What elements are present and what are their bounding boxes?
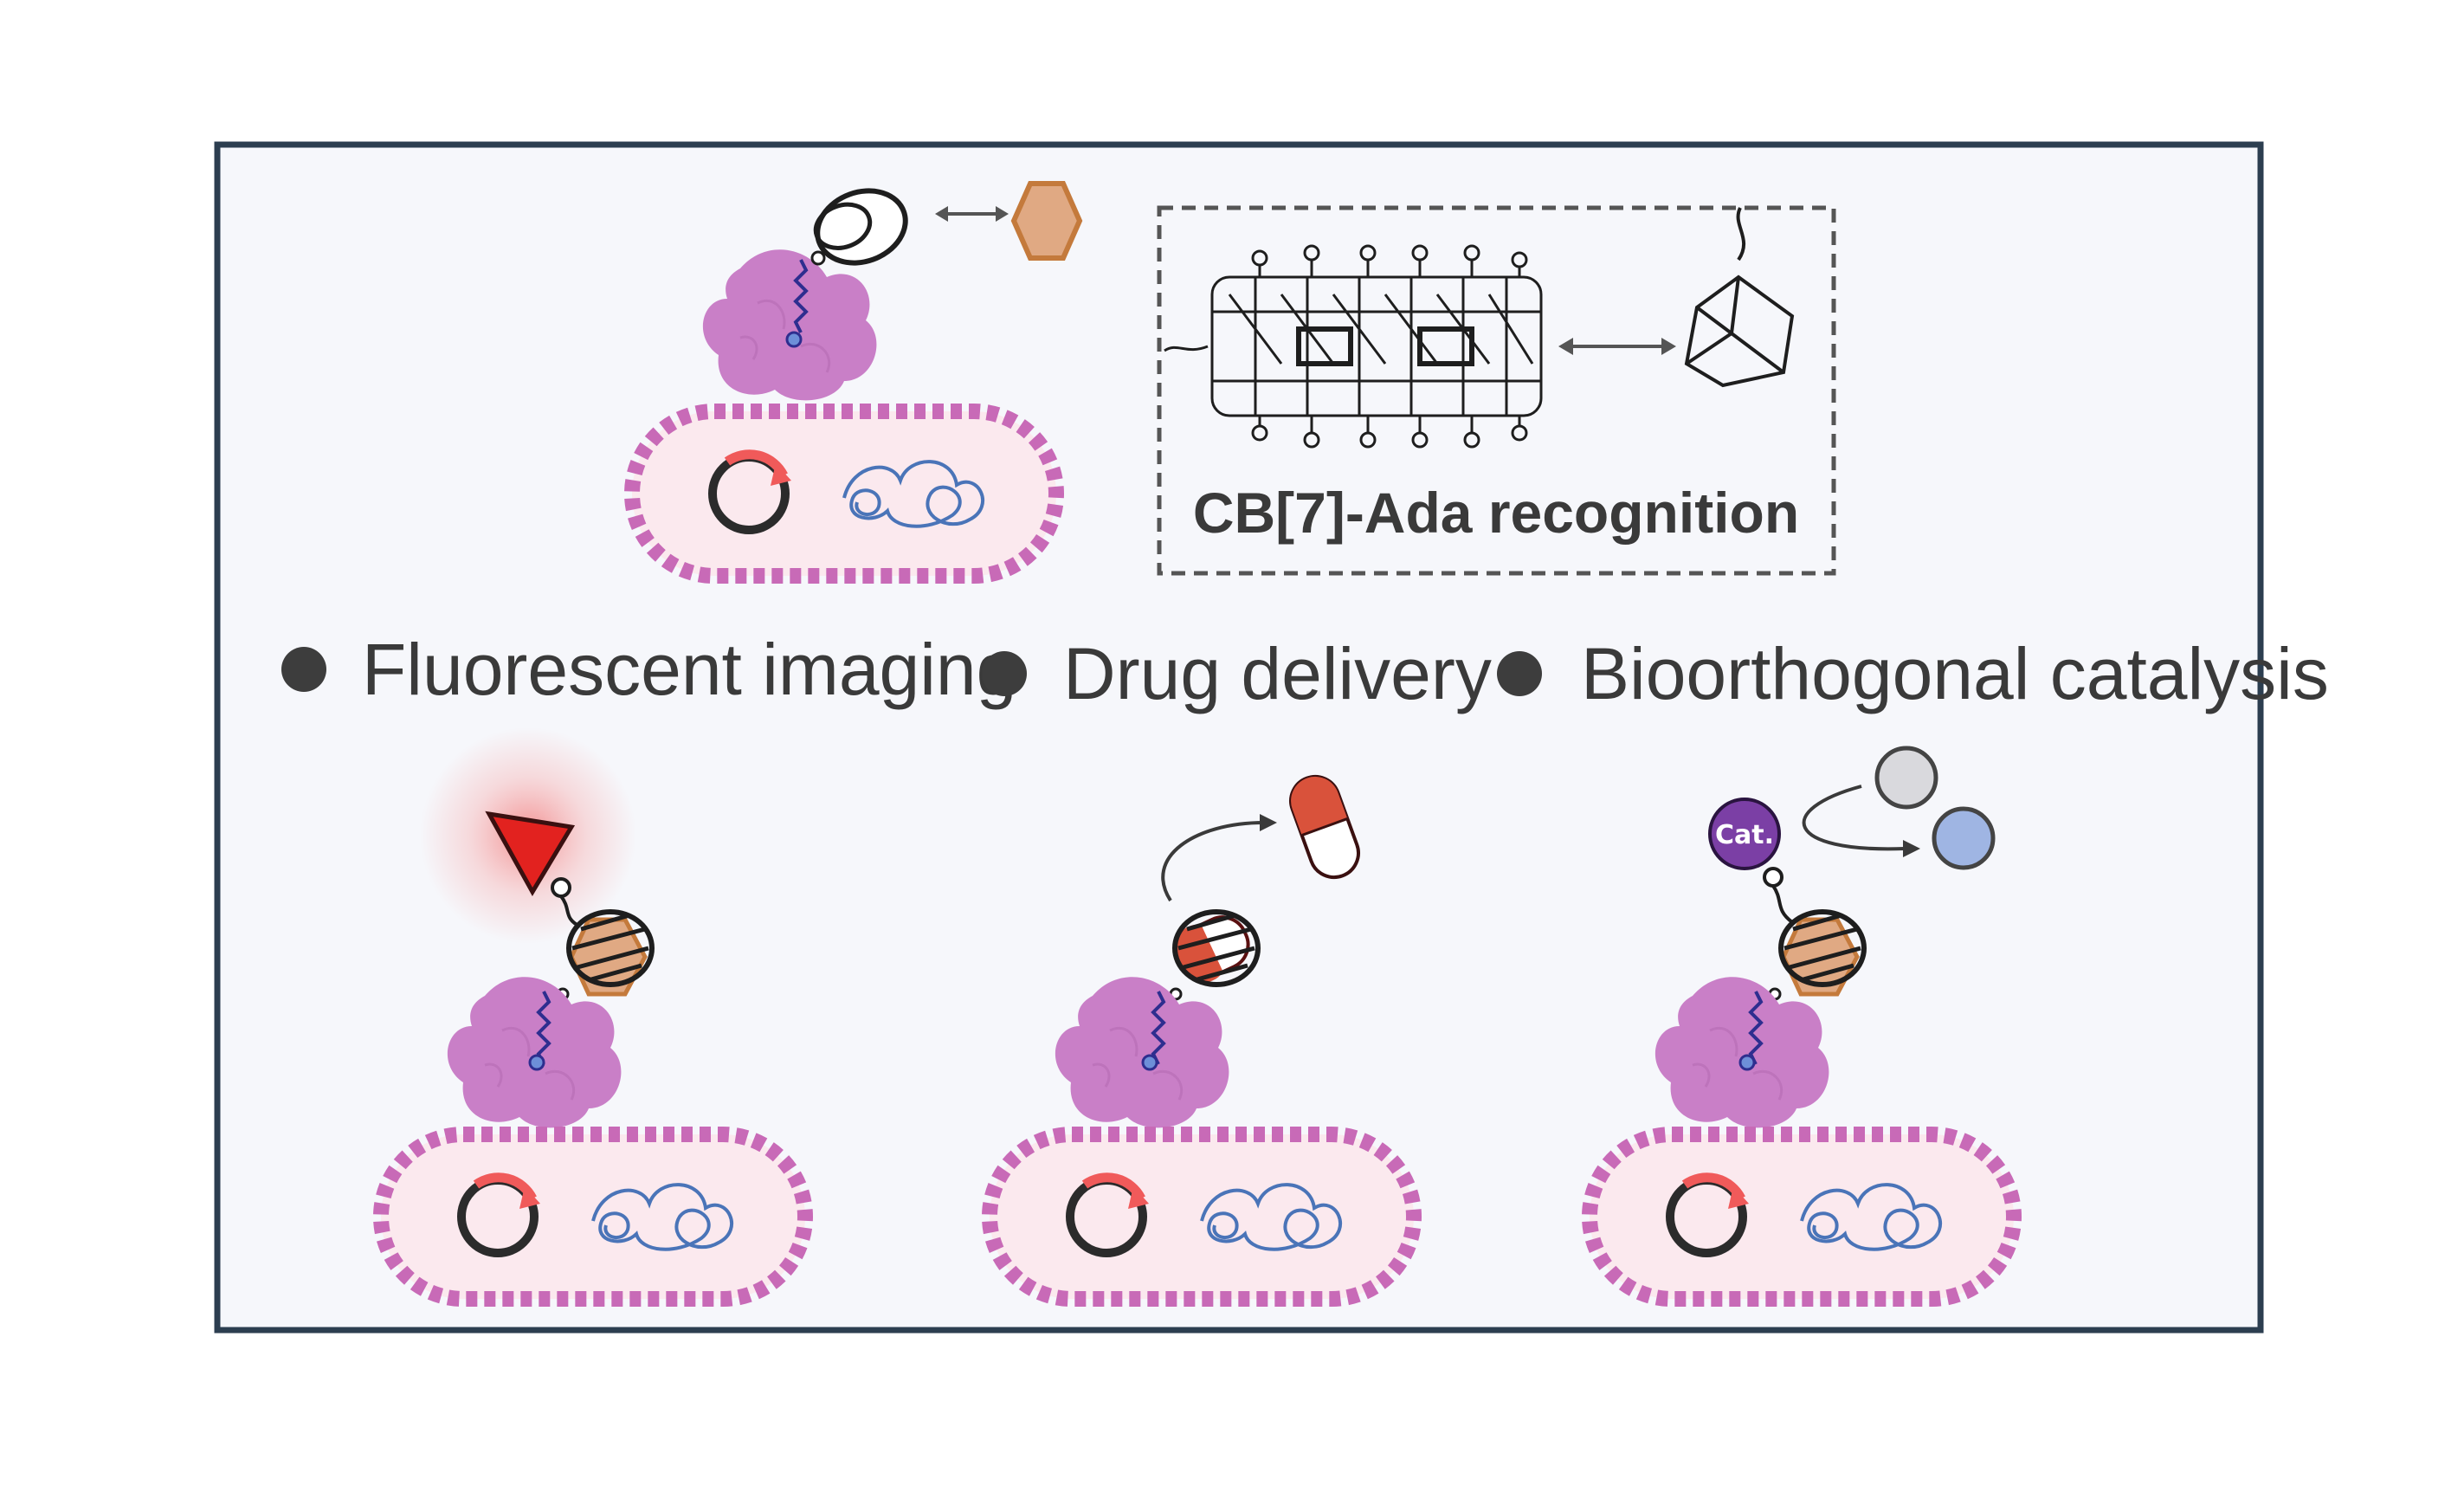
release-arrow-icon: [1161, 821, 1265, 902]
bacterium-cell-icon: [1590, 1134, 2014, 1299]
recognition-arrow-icon: [1558, 338, 1676, 355]
panel-bioorthogonal-catalysis: Cat.: [1590, 746, 2014, 1299]
adamantane-guest-icon: [1010, 181, 1083, 261]
bullet-icon: [281, 647, 326, 692]
recognition-label: CB[7]-Ada recognition: [1193, 481, 1799, 545]
product-icon: [1932, 806, 1996, 870]
anchor-dot-icon: [785, 331, 803, 348]
bacterium-cell-icon: [381, 1134, 805, 1299]
substrate-icon: [1874, 746, 1938, 810]
adamantane-structure-icon: [1684, 207, 1795, 388]
panel-fluorescent-imaging: [381, 727, 805, 1299]
recognition-box: CB[7]-Ada recognition: [1157, 205, 1836, 576]
conversion-arrow-icon: [1802, 785, 1906, 851]
top-scheme: [632, 181, 1083, 576]
catalyst-icon: [1708, 798, 1781, 870]
bullet-icon: [982, 651, 1027, 696]
drug-capsule-icon: [1289, 774, 1360, 880]
panel-drug-delivery: [990, 774, 1414, 1299]
double-arrow-icon: [935, 206, 1009, 222]
application-label-fluorescent: Fluorescent imaging: [362, 629, 1016, 710]
catalyst-label: Cat.: [1715, 820, 1774, 850]
cb7-ring-icon: [813, 188, 908, 266]
bacterium-cell-icon: [632, 411, 1056, 576]
bullet-icon: [1497, 651, 1542, 696]
dye-icon: [485, 811, 576, 896]
cb7-structure-icon: [1164, 244, 1543, 449]
bacterium-cell-icon: [990, 1134, 1414, 1299]
application-label-catalysis: Bioorthogonal catalysis: [1581, 633, 2329, 714]
application-label-drug: Drug delivery: [1063, 633, 1492, 714]
application-labels: Fluorescent imaging Drug delivery Bioort…: [281, 629, 2329, 714]
